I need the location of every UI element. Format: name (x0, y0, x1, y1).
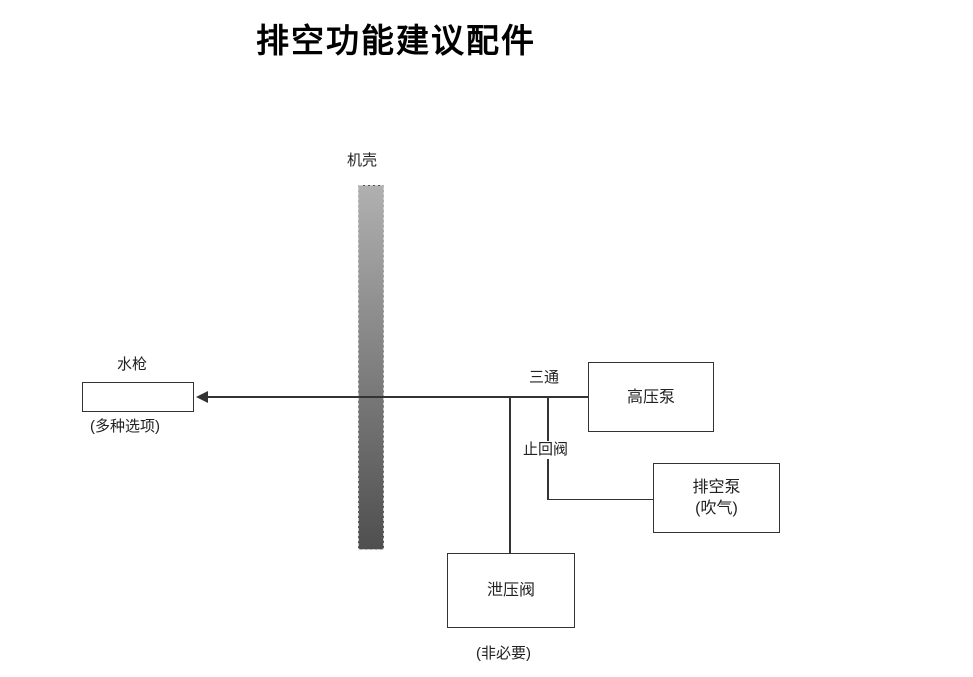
wall-label: 机壳 (347, 152, 378, 169)
water-gun-box (82, 382, 194, 412)
arrow-left-icon (196, 391, 208, 403)
line-to-relief-valve (509, 396, 511, 553)
relief-valve-note: (非必要) (476, 645, 531, 662)
page-title: 排空功能建议配件 (256, 24, 536, 60)
high-pressure-pump-label: 高压泵 (626, 388, 675, 406)
drain-pump-label: 排空泵 (692, 479, 741, 496)
tee-label: 三通 (529, 369, 560, 386)
water-gun-note: (多种选项) (90, 418, 160, 435)
machine-case-wall (358, 185, 384, 550)
high-pressure-pump-box: 高压泵 (588, 362, 714, 432)
main-flow-line (200, 396, 588, 398)
drain-pump-sublabel: (吹气) (695, 500, 738, 517)
relief-valve-box: 泄压阀 (447, 553, 575, 628)
water-gun-label: 水枪 (117, 356, 148, 373)
drain-pump-box: 排空泵 (吹气) (653, 463, 780, 533)
relief-valve-label: 泄压阀 (486, 582, 535, 599)
check-valve-label: 止回阀 (521, 441, 571, 459)
line-to-drain-pump-horizontal (547, 498, 653, 500)
